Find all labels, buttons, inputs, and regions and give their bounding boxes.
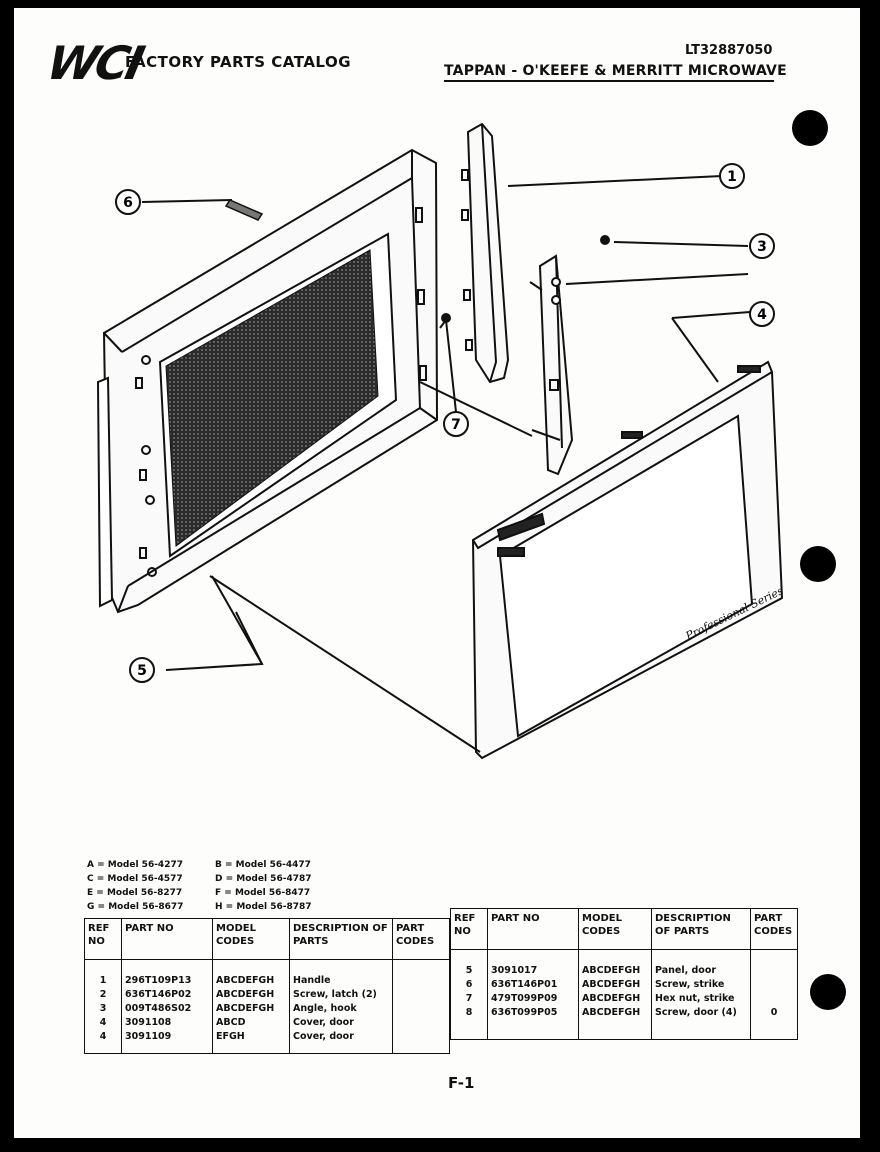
part-code: 0 xyxy=(770,1007,778,1018)
model-codes: ABCDEFGH xyxy=(582,965,641,976)
part-no: 636T099P05 xyxy=(491,1007,558,1018)
model-codes: EFGH xyxy=(216,1031,245,1042)
part-no: 3091109 xyxy=(125,1031,172,1042)
document-subtitle: TAPPAN - O'KEEFE & MERRITT MICROWAVE xyxy=(444,63,787,79)
part-description: Screw, door (4) xyxy=(655,1007,737,1018)
parts-table-right: REF NO PART NO MODEL CODES DESCRIPTION O… xyxy=(450,908,798,1040)
model-codes: ABCDEFGH xyxy=(582,979,641,990)
page-number: F-1 xyxy=(448,1074,475,1092)
part-description: Screw, latch (2) xyxy=(293,989,377,1000)
ref-no: 7 xyxy=(465,993,473,1004)
binder-hole-middle xyxy=(800,546,836,582)
table-header-row: REF NO PART NO MODEL CODES DESCRIPTION O… xyxy=(450,908,798,950)
ref-no: 6 xyxy=(465,979,473,990)
callout-3: 3 xyxy=(749,233,775,259)
door-cover xyxy=(471,360,784,760)
ref-no: 4 xyxy=(99,1017,107,1028)
callout-1: 1 xyxy=(719,163,745,189)
ref-no: 1 xyxy=(99,975,107,986)
part-code xyxy=(392,959,450,1054)
svg-text:7: 7 xyxy=(451,417,461,433)
part-no: 3091017 xyxy=(491,965,538,976)
callout-4: 4 xyxy=(749,301,775,327)
latch-hook-angle xyxy=(529,254,574,476)
col-part-no: PART NO xyxy=(487,908,579,950)
document-number: LT32887050 xyxy=(685,43,773,58)
exploded-door-diagram: Professional Series 1 3 4 5 6 7 xyxy=(96,122,786,760)
part-description: Angle, hook xyxy=(293,1003,357,1014)
part-description: Panel, door xyxy=(655,965,717,976)
door-window-mesh xyxy=(158,232,398,558)
col-model-codes: MODEL CODES xyxy=(578,908,652,950)
table-row: 5 6 7 8 3091017 636T146P01 479T099P09 63… xyxy=(450,949,798,1040)
svg-text:5: 5 xyxy=(137,663,147,679)
col-description: DESCRIPTION OF PARTS xyxy=(289,918,393,960)
door-screw xyxy=(224,199,264,221)
part-no: 296T109P13 xyxy=(125,975,192,986)
model-legend: A = Model 56-4277 B = Model 56-4477 C = M… xyxy=(87,858,343,914)
legend-item: B = Model 56-4477 xyxy=(215,860,311,870)
callout-6: 6 xyxy=(115,189,141,215)
table-header-row: REF NO PART NO MODEL CODES DESCRIPTION O… xyxy=(84,918,450,960)
svg-text:1: 1 xyxy=(727,169,737,185)
strike-screw xyxy=(600,235,610,245)
part-description: Handle xyxy=(293,975,331,986)
model-codes: ABCDEFGH xyxy=(582,993,641,1004)
svg-text:4: 4 xyxy=(757,307,767,323)
part-description: Cover, door xyxy=(293,1031,354,1042)
model-codes: ABCDEFGH xyxy=(216,975,275,986)
door-handle xyxy=(461,122,510,384)
model-codes: ABCD xyxy=(216,1017,246,1028)
col-model-codes: MODEL CODES xyxy=(212,918,290,960)
part-no: 636T146P01 xyxy=(491,979,558,990)
col-ref-no: REF NO xyxy=(450,908,488,950)
part-description: Screw, strike xyxy=(655,979,725,990)
leader-lines xyxy=(141,175,751,753)
col-part-codes: PART CODES xyxy=(750,908,798,950)
svg-text:6: 6 xyxy=(123,195,133,211)
col-ref-no: REF NO xyxy=(84,918,122,960)
ref-no: 3 xyxy=(99,1003,107,1014)
part-description: Cover, door xyxy=(293,1017,354,1028)
model-codes: ABCDEFGH xyxy=(216,1003,275,1014)
callout-7: 7 xyxy=(443,411,469,437)
legend-item: D = Model 56-4787 xyxy=(215,874,312,884)
part-no: 636T146P02 xyxy=(125,989,192,1000)
part-description: Hex nut, strike xyxy=(655,993,735,1004)
parts-table-left: REF NO PART NO MODEL CODES DESCRIPTION O… xyxy=(84,918,450,1054)
legend-item: G = Model 56-8677 xyxy=(87,902,184,912)
ref-no: 5 xyxy=(465,965,473,976)
part-no: 479T099P09 xyxy=(491,993,558,1004)
legend-item: E = Model 56-8277 xyxy=(87,888,183,898)
callout-5: 5 xyxy=(129,657,155,683)
model-codes: ABCDEFGH xyxy=(216,989,275,1000)
legend-item: A = Model 56-4277 xyxy=(87,860,183,870)
col-part-no: PART NO xyxy=(121,918,213,960)
part-no: 3091108 xyxy=(125,1017,172,1028)
legend-item: H = Model 56-8787 xyxy=(215,902,312,912)
model-codes: ABCDEFGH xyxy=(582,1007,641,1018)
table-row: 1 2 3 4 4 296T109P13 636T146P02 009T486S… xyxy=(84,959,450,1054)
legend-item: F = Model 56-8477 xyxy=(215,888,311,898)
ref-no: 8 xyxy=(465,1007,473,1018)
ref-no: 2 xyxy=(99,989,107,1000)
legend-item: C = Model 56-4577 xyxy=(87,874,183,884)
binder-hole-top xyxy=(792,110,828,146)
header-rule xyxy=(444,80,774,82)
ref-no: 4 xyxy=(99,1031,107,1042)
binder-hole-bottom xyxy=(810,974,846,1010)
catalog-title: FACTORY PARTS CATALOG xyxy=(125,53,352,71)
part-no: 009T486S02 xyxy=(125,1003,192,1014)
col-description: DESCRIPTION OF PARTS xyxy=(651,908,751,950)
svg-text:3: 3 xyxy=(757,239,767,255)
hex-nut-strike xyxy=(441,313,451,323)
col-part-codes: PART CODES xyxy=(392,918,450,960)
